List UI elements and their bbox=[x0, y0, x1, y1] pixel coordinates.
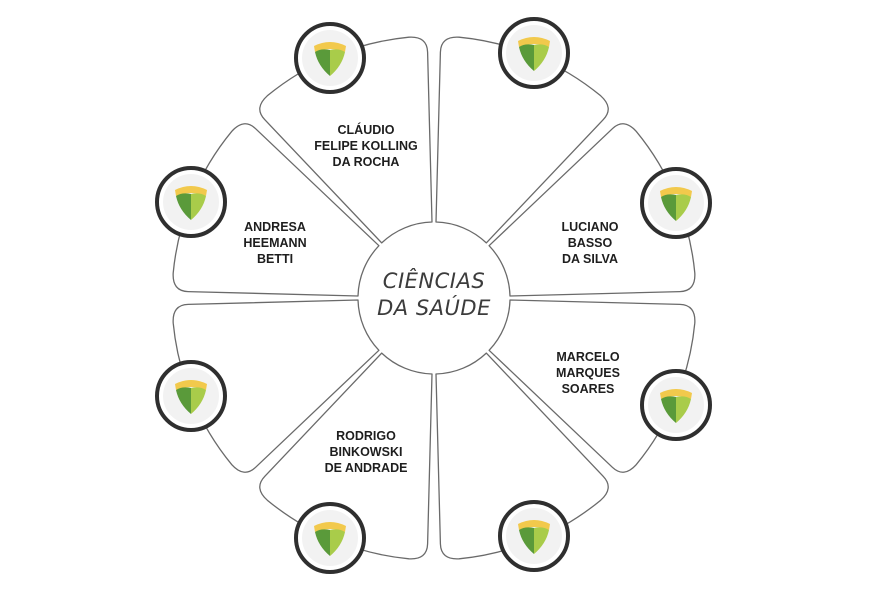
member-label-line: FELIPE KOLLING bbox=[314, 139, 418, 153]
member-label-line: CLÁUDIO bbox=[337, 123, 395, 137]
member-label-line: HEEMANN bbox=[243, 236, 307, 250]
petal-claudio bbox=[259, 36, 433, 244]
member-label-claudio: CLÁUDIO FELIPE KOLLING DA ROCHA bbox=[314, 122, 417, 170]
shield-emblem-icon bbox=[294, 22, 366, 94]
member-label-line: LUCIANO bbox=[561, 220, 619, 234]
petal-bottom-left bbox=[172, 299, 380, 473]
member-label-andresa: ANDRESA HEEMANN BETTI bbox=[243, 219, 306, 267]
center-title: CIÊNCIAS DA SAÚDE bbox=[377, 268, 491, 322]
shield-emblem-icon bbox=[155, 166, 227, 238]
petal-group bbox=[172, 36, 696, 560]
center-title-line-1: CIÊNCIAS bbox=[382, 269, 486, 293]
member-label-marcelo: MARCELO MARQUES SOARES bbox=[556, 349, 620, 397]
shield-emblem-icon bbox=[294, 502, 366, 574]
member-label-line: BASSO bbox=[567, 236, 613, 250]
member-label-line: DA SILVA bbox=[561, 252, 619, 266]
member-label-luciano: LUCIANO BASSO DA SILVA bbox=[562, 219, 619, 267]
center-title-line-2: DA SAÚDE bbox=[377, 296, 491, 320]
shield-emblem-icon bbox=[498, 500, 570, 572]
petal-rodrigo bbox=[259, 352, 433, 560]
member-label-rodrigo: RODRIGO BINKOWSKI DE ANDRADE bbox=[325, 428, 408, 476]
petal-luciano bbox=[488, 123, 696, 297]
member-label-line: ANDRESA bbox=[244, 220, 306, 234]
member-label-line: MARQUES bbox=[556, 366, 620, 380]
member-label-line: MARCELO bbox=[556, 350, 620, 364]
shield-emblem-icon bbox=[640, 167, 712, 239]
petal-andresa bbox=[172, 123, 380, 297]
member-label-line: BETTI bbox=[256, 252, 294, 266]
member-label-line: RODRIGO bbox=[336, 429, 396, 443]
petal-bottom-right bbox=[435, 352, 609, 560]
petal-top-right bbox=[435, 36, 609, 244]
member-label-line: DE ANDRADE bbox=[324, 461, 408, 475]
shield-emblem-icon bbox=[640, 369, 712, 441]
member-label-line: SOARES bbox=[561, 382, 615, 396]
shield-emblem-icon bbox=[155, 360, 227, 432]
emblem-group bbox=[155, 17, 712, 574]
member-label-line: DA ROCHA bbox=[332, 155, 400, 169]
petal-marcelo bbox=[488, 299, 696, 473]
shield-emblem-icon bbox=[498, 17, 570, 89]
member-label-line: BINKOWSKI bbox=[329, 445, 403, 459]
